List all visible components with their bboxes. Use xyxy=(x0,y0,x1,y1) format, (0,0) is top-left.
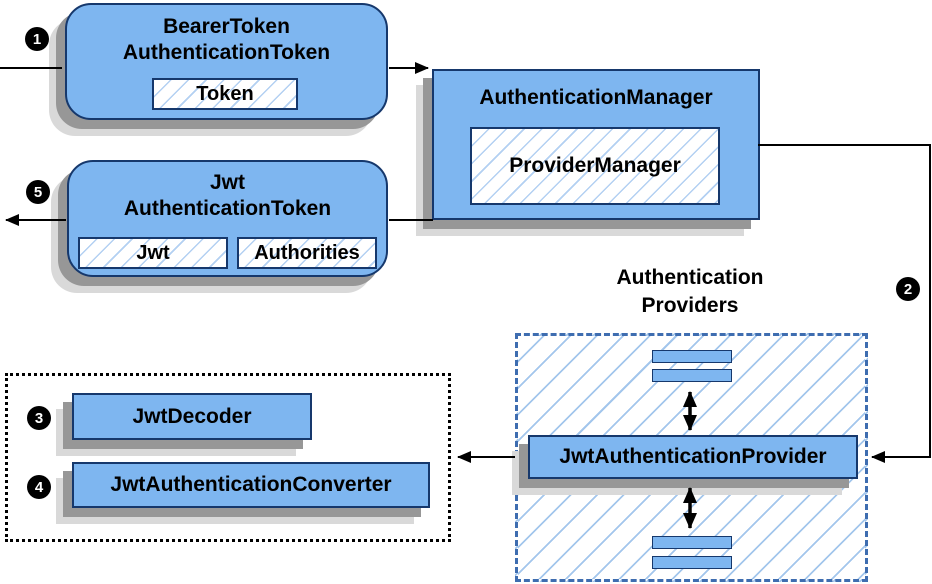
heading-line-2: Providers xyxy=(641,294,739,317)
step-badge-3: 3 xyxy=(27,406,51,430)
step-badge-1: 1 xyxy=(25,27,49,51)
bearer-token-title-line-1: BearerToken xyxy=(163,15,290,38)
authentication-manager-title: AuthenticationManager xyxy=(479,86,713,109)
jwt-decoder-node: JwtDecoder xyxy=(72,393,312,440)
jwt-authentication-converter-node: JwtAuthenticationConverter xyxy=(72,462,430,508)
provider-placeholder-bar xyxy=(652,556,732,569)
authentication-providers-heading: Authentication Providers xyxy=(565,264,815,320)
bearer-token-authentication-token-node: BearerToken AuthenticationToken Token xyxy=(65,3,388,120)
authorities-field: Authorities xyxy=(237,237,377,269)
provider-manager-field: ProviderManager xyxy=(470,127,720,205)
jwt-authentication-token-node: Jwt AuthenticationToken Jwt Authorities xyxy=(67,160,388,277)
bearer-token-title-line-2: AuthenticationToken xyxy=(122,41,331,64)
jwt-token-title-line-2: AuthenticationToken xyxy=(123,197,332,220)
authentication-manager-node: AuthenticationManager ProviderManager xyxy=(432,69,760,220)
provider-placeholder-bar xyxy=(652,536,732,549)
token-field: Token xyxy=(152,78,298,110)
step-badge-4: 4 xyxy=(27,475,51,499)
heading-line-1: Authentication xyxy=(616,266,764,289)
step-badge-2: 2 xyxy=(896,277,920,301)
jwt-field: Jwt xyxy=(78,237,228,269)
provider-placeholder-bar xyxy=(652,369,732,382)
provider-placeholder-bar xyxy=(652,350,732,363)
step-badge-5: 5 xyxy=(26,180,50,204)
jwt-token-title-line-1: Jwt xyxy=(209,171,245,194)
jwt-authentication-provider-node: JwtAuthenticationProvider xyxy=(528,435,858,479)
